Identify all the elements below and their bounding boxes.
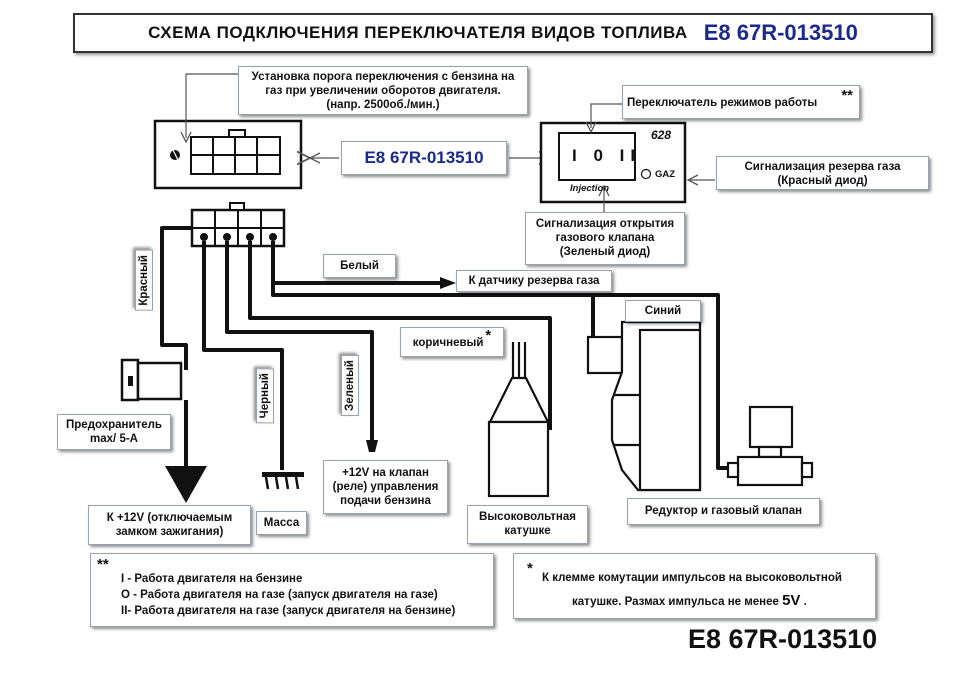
ground-icon bbox=[262, 472, 304, 490]
valve-open-signal: Сигнализация открытия газового клапана (… bbox=[525, 212, 685, 265]
coil-label: Высоковольтная катушке bbox=[467, 505, 588, 544]
title-text: СХЕМА ПОДКЛЮЧЕНИЯ ПЕРЕКЛЮЧАТЕЛЯ ВИДОВ ТО… bbox=[148, 23, 688, 42]
gaz-label: GAZ bbox=[655, 169, 676, 180]
switch-mode-legend: ** I - Работа двигателя на бензине O - Р… bbox=[90, 553, 494, 627]
switch-model: 628 bbox=[651, 128, 672, 142]
wire-blue-label: Синий bbox=[625, 300, 701, 322]
wire-green-label: Зеленый bbox=[341, 355, 359, 416]
ground-label: Масса bbox=[256, 511, 307, 535]
center-code-label: E8 67R-013510 bbox=[341, 141, 507, 175]
fuse-label: Предохранитель max/ 5-A bbox=[57, 414, 171, 450]
petrol-valve-label: +12V на клапан (реле) управления подачи … bbox=[323, 460, 448, 514]
reducer-icon bbox=[586, 320, 702, 492]
legend-stars: ** bbox=[97, 556, 109, 573]
ignition-label: К +12V (отключаемым замком зажигания) bbox=[88, 505, 251, 545]
wire-harness bbox=[160, 226, 738, 470]
mode-switch-label: Переключатель режимов работы ** bbox=[622, 85, 860, 119]
ignition-coil-icon bbox=[487, 342, 550, 498]
led-indicator-icon bbox=[640, 168, 652, 180]
ignition-arrow-icon bbox=[165, 466, 207, 503]
wire-connector bbox=[190, 202, 286, 248]
legend-row: O - Работа двигателя на газе (запуск дви… bbox=[121, 589, 438, 601]
gas-sensor-label: К датчику резерва газа bbox=[456, 270, 612, 292]
gas-valve-icon bbox=[726, 405, 814, 487]
wire-black-label: Черный bbox=[256, 368, 274, 424]
switch-positions: I 0 II bbox=[572, 146, 642, 165]
diagram-title: СХЕМА ПОДКЛЮЧЕНИЯ ПЕРЕКЛЮЧАТЕЛЯ ВИДОВ ТО… bbox=[73, 13, 933, 53]
wire-red-label: Красный bbox=[135, 250, 153, 311]
switch-panel bbox=[539, 121, 687, 204]
gas-reserve-signal: Сигнализация резерва газа (Красный диод) bbox=[716, 156, 929, 190]
wire-white-label: Белый bbox=[323, 254, 396, 278]
injection-label: Injection bbox=[570, 183, 610, 194]
threshold-note: Установка порога переключения с бензина … bbox=[238, 66, 528, 115]
legend-row: I - Работа двигателя на бензине bbox=[121, 573, 303, 585]
title-code: E8 67R-013510 bbox=[703, 20, 858, 45]
bottom-code: E8 67R-013510 bbox=[688, 624, 878, 654]
wire-brown-label: коричневый* bbox=[400, 327, 504, 357]
reducer-label: Редуктор и газовый клапан bbox=[627, 498, 820, 525]
threshold-unit bbox=[153, 119, 303, 190]
valve-plug-icon bbox=[366, 440, 378, 452]
fuse-icon bbox=[120, 358, 183, 402]
legend-row: II- Работа двигателя на газе (запуск дви… bbox=[121, 605, 456, 617]
impulse-note: * К клемме комутации импульсов на высоко… bbox=[513, 553, 876, 619]
